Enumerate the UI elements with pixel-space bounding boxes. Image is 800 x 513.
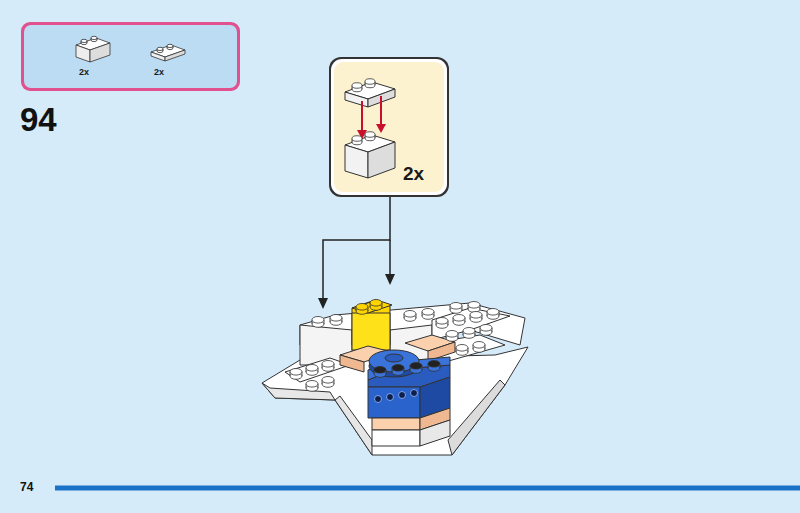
technic-hole <box>399 392 406 399</box>
stud-top <box>456 345 468 352</box>
stud-top <box>453 315 465 322</box>
stud-top <box>428 361 440 368</box>
stud-top <box>91 36 97 39</box>
leader-lines <box>318 197 395 309</box>
quantity-label: 2x <box>154 68 164 77</box>
stud-top <box>312 317 324 324</box>
stud-top <box>470 312 482 319</box>
stud-top <box>446 331 458 338</box>
stud-top <box>365 79 375 85</box>
stud-top <box>365 132 375 138</box>
stud-top <box>157 47 163 50</box>
stud-top <box>290 369 302 376</box>
stud-top <box>422 309 434 316</box>
red-arrows <box>357 96 386 139</box>
stud-top <box>352 83 362 89</box>
stud-top <box>480 325 492 332</box>
callout-border <box>329 57 449 197</box>
callout-fill <box>334 62 444 192</box>
stud-top <box>468 302 480 309</box>
page-bar <box>55 486 800 491</box>
stud-top <box>436 318 448 325</box>
callout-rim <box>331 59 447 195</box>
parts-panel-border <box>21 22 240 91</box>
stud-top <box>392 365 404 372</box>
plate-part <box>151 45 185 61</box>
stud-top <box>322 377 334 384</box>
quantity-label: 2x <box>403 164 424 183</box>
stud-top <box>81 39 87 42</box>
stud-top <box>450 303 462 310</box>
brick-part <box>76 38 110 62</box>
stud-top <box>352 136 362 142</box>
callout-brick <box>345 135 395 178</box>
studs <box>81 36 499 402</box>
stud-top <box>410 363 422 370</box>
callout-box: 2x <box>329 57 449 197</box>
stud-top <box>167 44 173 47</box>
stud-top <box>306 365 318 372</box>
stud-top <box>322 361 334 368</box>
stud-top <box>487 309 499 316</box>
stud-top <box>463 328 475 335</box>
technic-hole <box>411 390 418 397</box>
stud-top <box>473 342 485 349</box>
callout-plate <box>345 82 395 107</box>
quantity-label: 2x <box>79 68 89 77</box>
stud-top <box>330 315 342 322</box>
stud-top <box>306 381 318 388</box>
technic-hole <box>387 394 394 401</box>
stud-top <box>356 304 368 311</box>
stud-top <box>370 300 382 307</box>
stud-top <box>404 311 416 318</box>
page-number: 74 <box>20 481 33 493</box>
technic-hole <box>375 396 382 403</box>
parts-panel: 2x 2x <box>21 22 240 91</box>
step-number: 94 <box>20 103 57 136</box>
model-assembly <box>262 300 528 455</box>
parts-panel-fill <box>24 25 237 88</box>
stud-top <box>374 367 386 374</box>
